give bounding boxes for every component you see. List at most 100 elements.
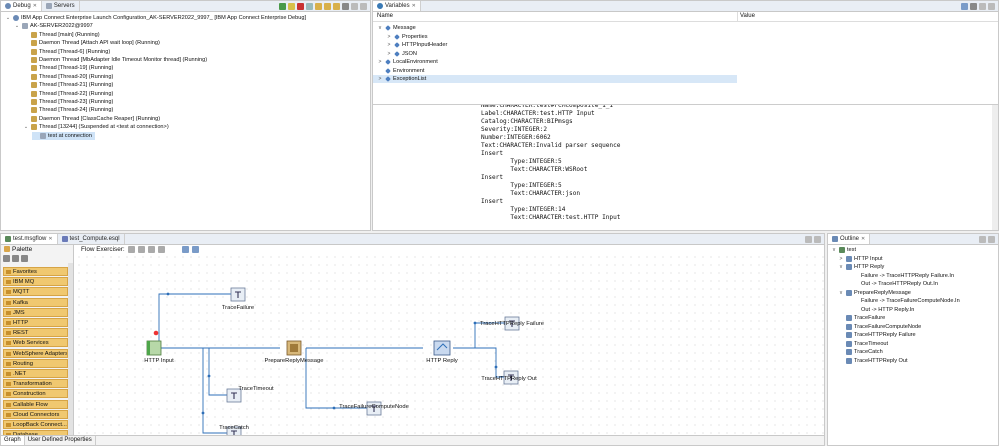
flow-canvas[interactable]: HTTP Input TraceFailure PrepareReplyMess… [75, 253, 824, 436]
palette-scrollbar[interactable] [68, 263, 73, 435]
variable-row[interactable]: >Properties [373, 33, 737, 41]
maximize-icon[interactable] [988, 2, 995, 10]
tab-test-msgflow[interactable]: test.msgflow ✕ [1, 234, 58, 244]
debug-tree-item[interactable]: ⌄IBM App Connect Enterprise Launch Confi… [5, 14, 306, 22]
debug-tree-item[interactable]: ⌄Thread [13244] (Suspended at <test at c… [23, 123, 169, 131]
tab-debug[interactable]: Debug ✕ [1, 1, 42, 11]
expand-toggle-icon[interactable]: > [387, 42, 391, 48]
palette-drawer[interactable]: Web Services [3, 338, 68, 348]
palette-drawer[interactable]: WebSphere Adapters [3, 348, 68, 358]
debug-tree-item[interactable]: Daemon Thread [MbAdapter Idle Timeout Mo… [23, 56, 207, 64]
palette-drawer[interactable]: Cloud Connectors [3, 409, 68, 419]
close-icon[interactable]: ✕ [32, 3, 37, 9]
step-over-icon[interactable] [324, 2, 331, 10]
maximize-icon[interactable] [814, 235, 821, 243]
outline-item[interactable]: TraceFailure [838, 314, 885, 322]
tab-user-defined-properties[interactable]: User Defined Properties [25, 436, 96, 445]
node-trace-reply-out[interactable] [503, 370, 519, 385]
palette-drawer[interactable]: Routing [3, 358, 68, 368]
node-http-input[interactable] [146, 330, 162, 356]
close-icon[interactable]: ✕ [411, 3, 416, 9]
debug-tree-item[interactable]: Thread [main] (Running) [23, 31, 100, 39]
expand-toggle-icon[interactable]: v [378, 25, 382, 31]
tab-test-compute-esql[interactable]: test_Compute.esql [58, 234, 125, 244]
resume-icon[interactable] [279, 2, 286, 10]
debug-tree-item[interactable]: Thread [Thread-21] (Running) [23, 81, 113, 89]
variable-row[interactable]: Environment [373, 67, 737, 75]
palette-drawer[interactable]: MQTT [3, 287, 68, 297]
expand-toggle-icon[interactable]: > [378, 59, 382, 65]
palette-drawer[interactable]: LoopBack Connect... [3, 420, 68, 429]
debug-tree-item[interactable]: Thread [Thread-20] (Running) [23, 73, 113, 81]
zoom-in-icon[interactable] [181, 245, 189, 253]
minimize-icon[interactable] [979, 235, 986, 243]
palette-drawer[interactable]: JMS [3, 307, 68, 317]
collapse-all-icon[interactable] [961, 2, 968, 10]
outline-item[interactable]: Out -> HTTP Reply.In [845, 306, 914, 314]
outline-item[interactable]: >HTTP Input [838, 255, 883, 263]
expand-toggle-icon[interactable]: ⌄ [23, 124, 29, 131]
debug-tree-item[interactable]: Thread [Thread-24] (Running) [23, 106, 113, 114]
palette-drawer[interactable]: IBM MQ [3, 277, 68, 287]
palette-title[interactable]: Palette [12, 245, 33, 253]
node-http-reply[interactable] [433, 340, 451, 356]
outline-item[interactable]: Out -> TraceHTTPReply Out.In [845, 280, 938, 288]
expand-toggle-icon[interactable]: ⌄ [14, 23, 20, 30]
step-return-icon[interactable] [333, 2, 340, 10]
minimize-icon[interactable] [805, 235, 812, 243]
maximize-icon[interactable] [988, 235, 995, 243]
palette-drawer[interactable]: Construction [3, 389, 68, 399]
palette-drawer[interactable]: .NET [3, 369, 68, 378]
expand-toggle-icon[interactable]: > [387, 50, 391, 57]
expand-toggle-icon[interactable]: v [832, 247, 836, 253]
outline-item[interactable]: TraceCatch [838, 348, 883, 356]
node-trace-catch[interactable] [226, 426, 242, 436]
column-divider[interactable] [737, 12, 738, 22]
expand-toggle-icon[interactable]: > [378, 76, 382, 82]
view-menu-icon[interactable] [970, 2, 977, 10]
debug-tree-item[interactable]: Thread [Thread-19] (Running) [23, 64, 113, 72]
send-message-icon[interactable] [137, 245, 145, 253]
step-into-icon[interactable] [315, 2, 322, 10]
maximize-icon[interactable] [360, 2, 367, 10]
view-menu-icon[interactable] [342, 2, 349, 10]
node-trace-failure-compute[interactable] [366, 401, 382, 416]
select-tool-icon[interactable] [3, 255, 10, 262]
palette-drawer[interactable]: Favorites [3, 267, 68, 276]
expand-toggle-icon[interactable]: ⌄ [5, 15, 11, 21]
debug-tree-item[interactable]: Thread [Thread-6] (Running) [23, 48, 110, 56]
palette-drawer[interactable]: Callable Flow [3, 399, 68, 409]
close-icon[interactable]: ✕ [48, 236, 53, 242]
expand-toggle-icon[interactable]: > [839, 255, 843, 262]
variable-row[interactable]: >LocalEnvironment [373, 58, 737, 66]
minimize-icon[interactable] [979, 2, 986, 10]
outline-item[interactable]: Failure -> TraceFailureComputeNode.In [845, 297, 960, 305]
tab-outline[interactable]: Outline ✕ [828, 234, 871, 244]
stop-flow-exerciser-icon[interactable] [157, 245, 165, 253]
variable-row[interactable]: >HTTPInputHeader [373, 41, 737, 49]
outline-item[interactable]: TraceHTTPReply Out [838, 357, 908, 365]
debug-tree-item[interactable]: Thread [Thread-22] (Running) [23, 90, 113, 98]
minimize-icon[interactable] [351, 2, 358, 10]
view-path-icon[interactable] [147, 245, 155, 253]
suspend-icon[interactable] [288, 2, 295, 10]
marquee-tool-icon[interactable] [12, 255, 19, 262]
detail-scrollbar[interactable] [992, 105, 998, 230]
outline-item[interactable]: TraceHTTPReply Failure [838, 331, 916, 339]
start-flow-exerciser-icon[interactable] [127, 245, 135, 253]
close-icon[interactable]: ✕ [861, 236, 866, 242]
zoom-out-icon[interactable] [191, 245, 199, 253]
variable-row[interactable]: >JSON [373, 50, 737, 58]
expand-toggle-icon[interactable]: v [839, 264, 843, 270]
debug-tree-item[interactable]: Daemon Thread [ClassCache Reaper] (Runni… [23, 115, 160, 123]
tab-graph[interactable]: Graph [1, 436, 25, 445]
variable-detail-pane[interactable]: Name:CHARACTER:test#FCMComposite_1_1 Lab… [373, 104, 998, 230]
palette-drawer[interactable]: REST [3, 328, 68, 338]
outline-item[interactable]: TraceFailureComputeNode [838, 323, 921, 331]
disconnect-icon[interactable] [306, 2, 313, 10]
expand-toggle-icon[interactable]: > [387, 33, 391, 40]
node-trace-failure[interactable] [230, 287, 246, 302]
